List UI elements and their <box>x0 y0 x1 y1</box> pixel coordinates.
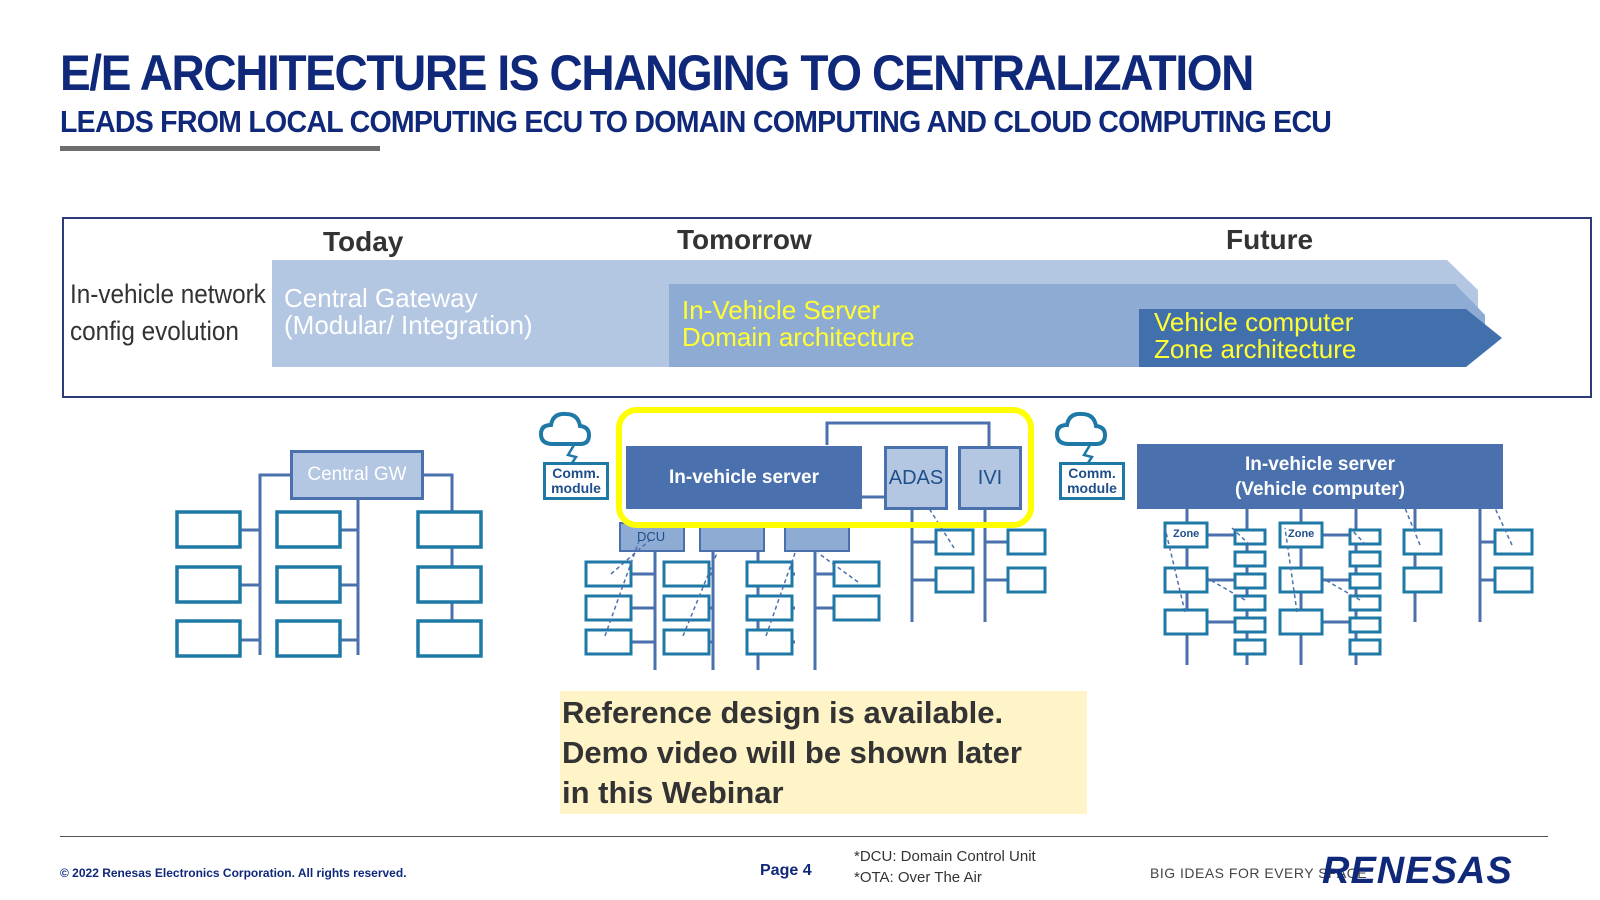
copyright: © 2022 Renesas Electronics Corporation. … <box>60 866 407 880</box>
arrow-tomorrow-label: In-Vehicle Server Domain architecture <box>682 297 915 351</box>
arrow-future-line1: Vehicle computer <box>1154 307 1354 337</box>
in-vehicle-server-box: In-vehicle server <box>626 446 862 509</box>
comm-module-box-future: Comm. module <box>1059 462 1125 500</box>
title-underline <box>60 146 380 151</box>
renesas-logo: RENESAS <box>1322 850 1513 892</box>
phase-tomorrow: Tomorrow <box>677 224 812 255</box>
reference-callout <box>560 691 1087 814</box>
footnotes: *DCU: Domain Control Unit *OTA: Over The… <box>854 846 1036 888</box>
tagline: BIG IDEAS FOR EVERY SPACE <box>1150 865 1368 881</box>
cloud-icon-tomorrow <box>538 411 592 446</box>
vehicle-computer-line1: In-vehicle server <box>1245 453 1395 475</box>
in-vehicle-server-label: In-vehicle server <box>669 466 819 488</box>
page-number: Page 4 <box>760 862 812 879</box>
callout-line3: in this Webinar <box>562 775 784 810</box>
arrow-future-label: Vehicle computer Zone architecture <box>1154 309 1356 363</box>
comm-module-box-tomorrow: Comm. module <box>543 462 609 500</box>
row-label: In-vehicle network config evolution <box>70 276 266 350</box>
cloud-icon-future <box>1054 411 1108 446</box>
vehicle-computer-box: In-vehicle server (Vehicle computer) <box>1137 444 1503 509</box>
callout-line2: Demo video will be shown later <box>562 735 1022 770</box>
comm-module-label: Comm. module <box>551 465 601 496</box>
central-gw-box: Central GW <box>290 450 424 500</box>
phase-future: Future <box>1226 224 1314 255</box>
arrow-future <box>1139 309 1502 367</box>
callout-line1: Reference design is available. <box>562 695 1004 730</box>
reference-callout-text: Reference design is available. Demo vide… <box>562 693 1022 813</box>
page-subtitle: LEADS FROM LOCAL COMPUTING ECU TO DOMAIN… <box>60 104 1332 139</box>
note-dcu: *DCU: Domain Control Unit <box>854 848 1036 865</box>
row-label-line2: config evolution <box>70 316 239 346</box>
arrow-future-line2: Zone architecture <box>1154 334 1357 364</box>
note-ota: *OTA: Over The Air <box>854 869 982 886</box>
ivi-label: IVI <box>977 466 1003 489</box>
ivi-box: IVI <box>958 446 1022 510</box>
adas-box: ADAS <box>884 446 948 510</box>
dcu-label: DCU <box>637 529 666 544</box>
arrow-tomorrow-line2: Domain architecture <box>682 322 915 352</box>
arrow-today-label: Central Gateway (Modular/ Integration) <box>284 285 533 339</box>
arrow-tomorrow-line1: In-Vehicle Server <box>682 295 880 325</box>
evolution-frame <box>62 217 1592 398</box>
vehicle-computer-line2: (Vehicle computer) <box>1235 478 1405 500</box>
arrow-today-line1: Central Gateway <box>284 283 478 313</box>
row-label-line1: In-vehicle network <box>70 279 266 309</box>
central-gw-label: Central GW <box>307 464 407 485</box>
page-title: E/E ARCHITECTURE IS CHANGING TO CENTRALI… <box>60 45 1254 101</box>
phase-today: Today <box>323 226 404 257</box>
footer-divider <box>60 836 1548 837</box>
zone-label-1: Zone <box>1173 528 1200 540</box>
highlight-frame <box>616 407 1034 528</box>
arrow-today-line2: (Modular/ Integration) <box>284 310 533 340</box>
zone-label-2: Zone <box>1288 528 1315 540</box>
comm-module-label-future: Comm. module <box>1067 465 1117 496</box>
adas-label: ADAS <box>888 466 944 489</box>
